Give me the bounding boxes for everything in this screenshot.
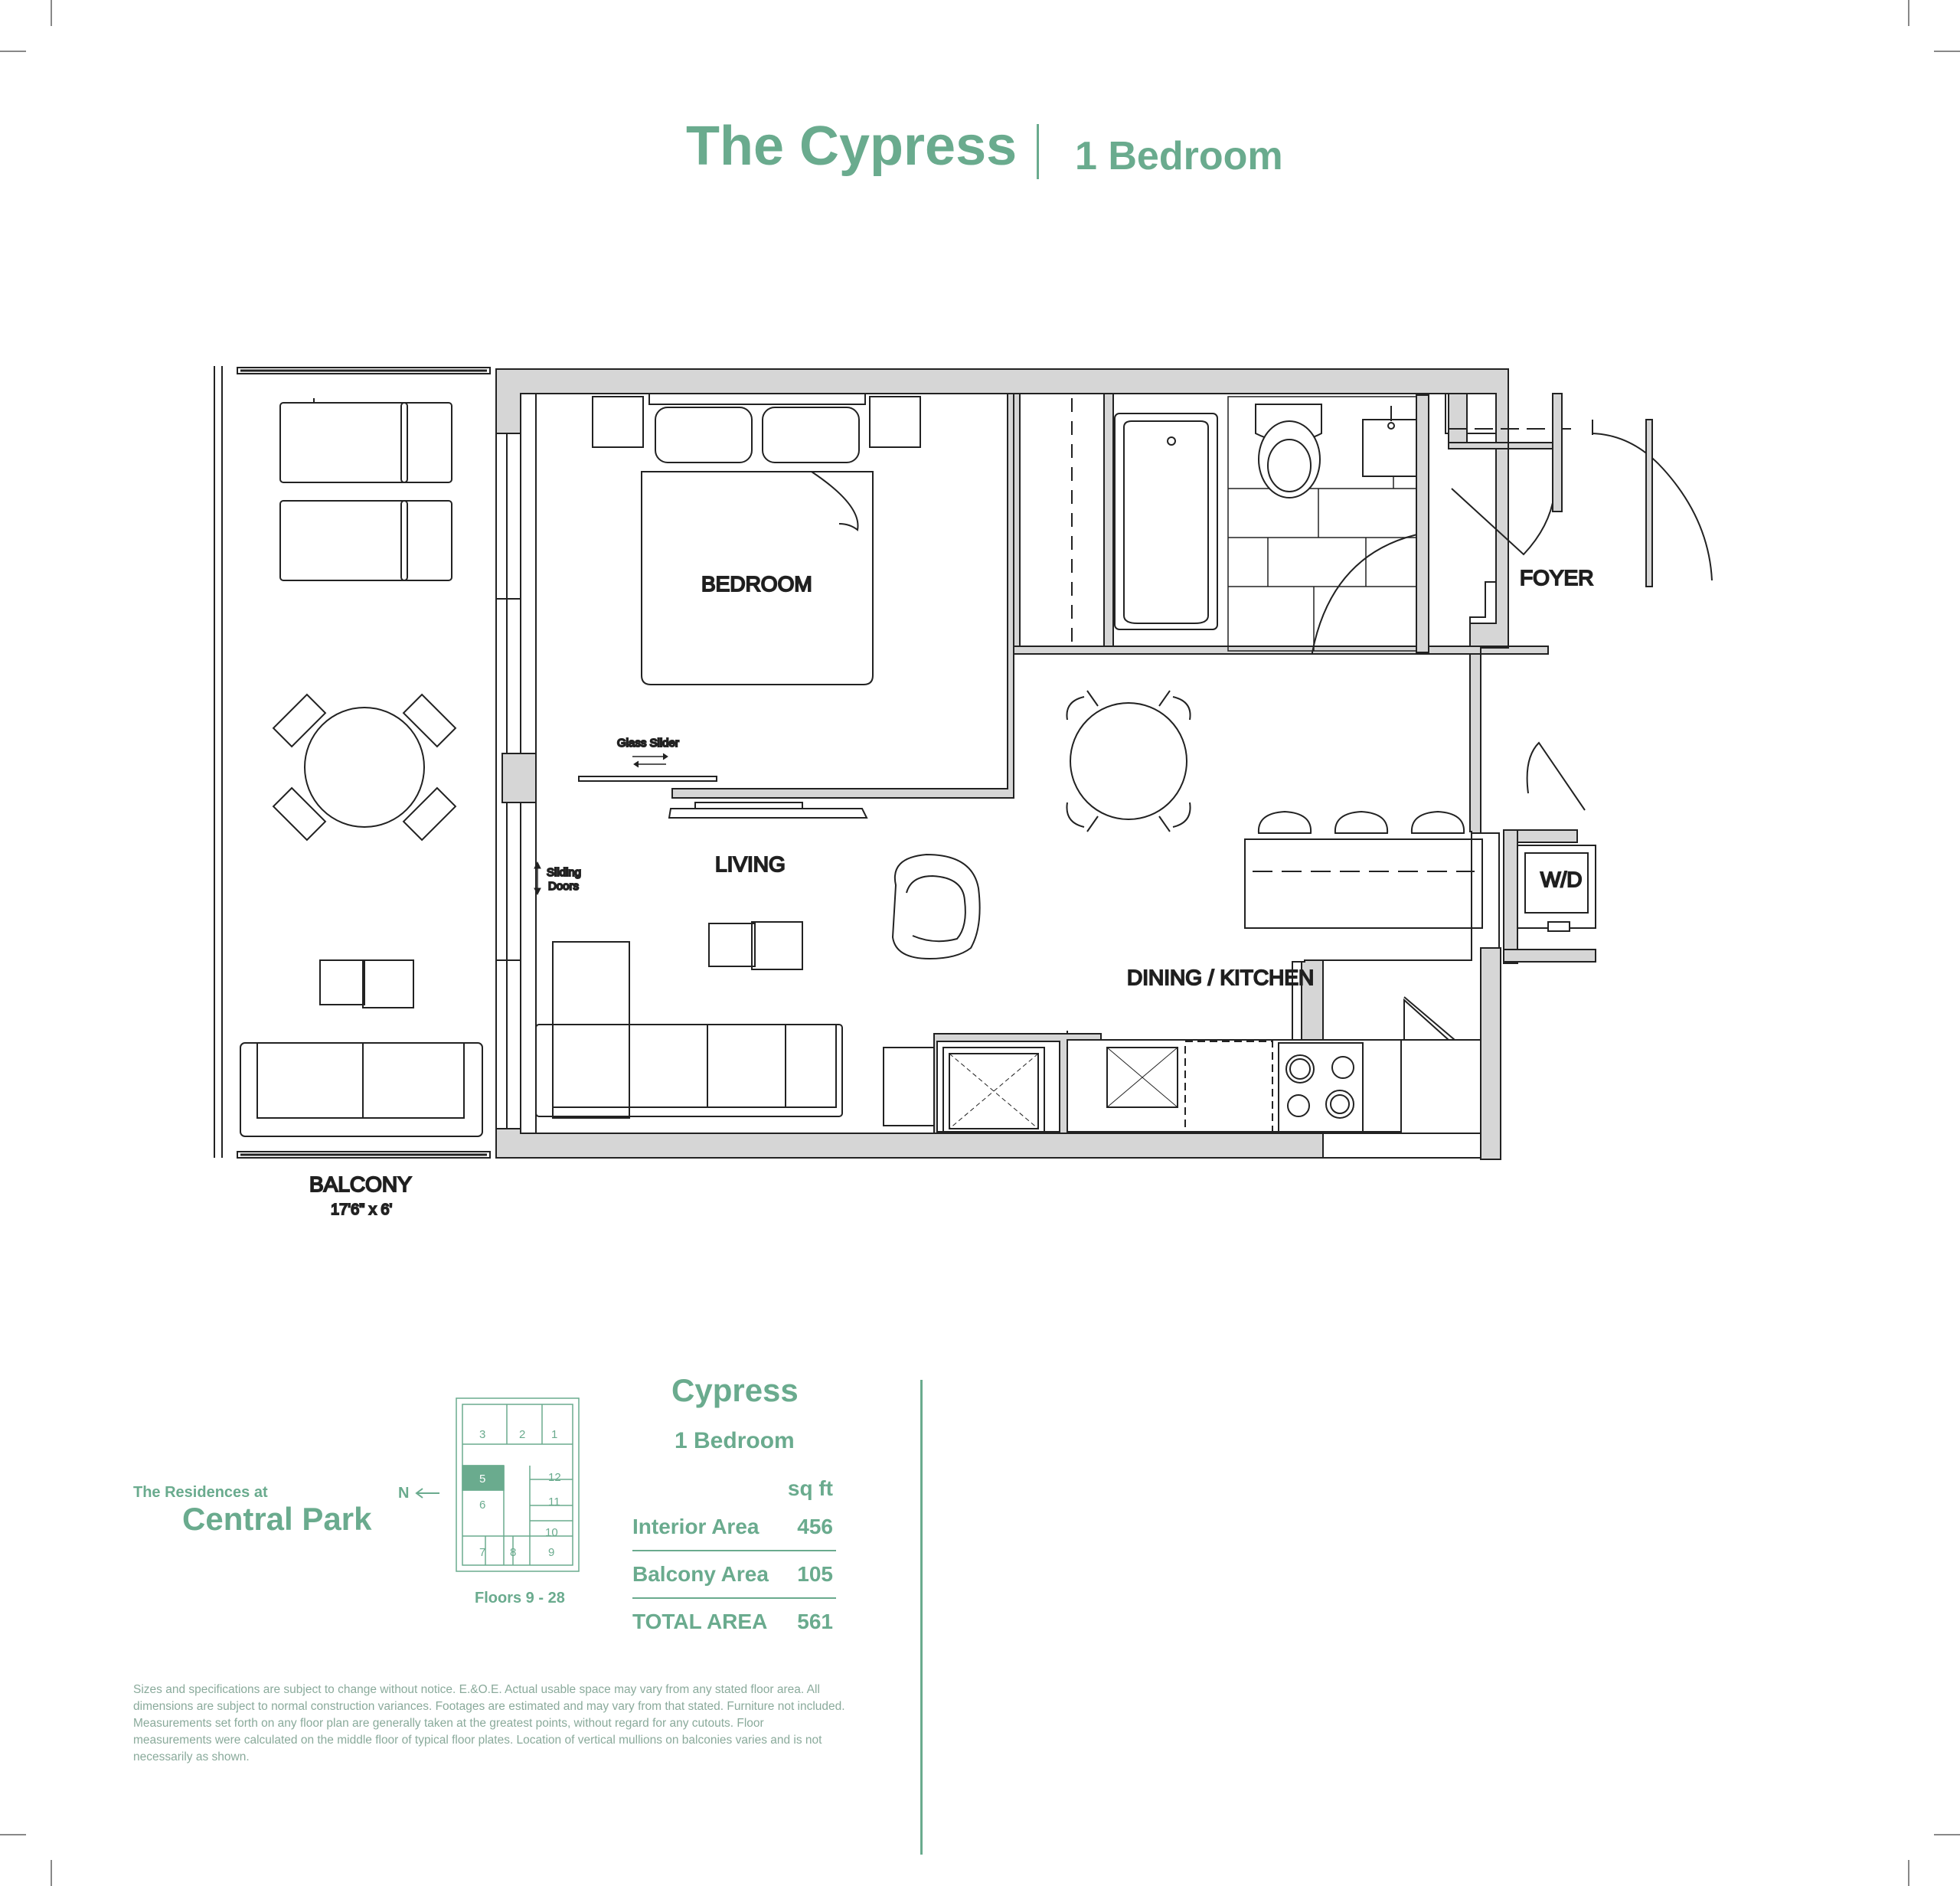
key-unit-3: 3 bbox=[479, 1428, 485, 1441]
room-label-wd: W/D bbox=[1540, 868, 1582, 891]
area-unit-label: sq ft bbox=[787, 1476, 833, 1500]
key-unit-1: 1 bbox=[551, 1428, 557, 1441]
area-row-label: Interior Area bbox=[632, 1515, 760, 1538]
sectional-sofa bbox=[535, 941, 843, 1119]
balcony-lounger bbox=[279, 500, 452, 581]
area-row: Balcony Area 105 bbox=[632, 1551, 836, 1599]
area-table: sq ft Interior Area 456 Balcony Area 105… bbox=[632, 1473, 836, 1645]
room-label-foyer: FOYER bbox=[1520, 566, 1593, 590]
floor-plan: BEDROOM LIVING DINING / KITCHEN FOYER W/… bbox=[214, 366, 1713, 1219]
sliding-doors-label: Sliding bbox=[547, 866, 581, 879]
north-arrow-icon bbox=[415, 1488, 439, 1499]
area-row-value: 105 bbox=[797, 1562, 833, 1586]
glass-slider-label: Glass Slider bbox=[617, 737, 679, 750]
toilet bbox=[1255, 404, 1322, 498]
tv-stand bbox=[668, 808, 868, 819]
kitchen-sink bbox=[1106, 1047, 1178, 1108]
brand-logo: Central Park bbox=[182, 1501, 372, 1537]
tv bbox=[694, 802, 803, 809]
bed bbox=[641, 393, 874, 685]
page-subtitle: 1 Bedroom bbox=[1075, 134, 1283, 178]
area-unit-header: sq ft bbox=[632, 1473, 836, 1504]
crop-mark bbox=[0, 51, 26, 52]
coffee-table bbox=[708, 923, 756, 967]
counter-top bbox=[1067, 1039, 1405, 1133]
entry-door bbox=[1592, 433, 1713, 581]
area-row-total: TOTAL AREA 561 bbox=[632, 1599, 836, 1645]
floors-label: Floors 9 - 28 bbox=[475, 1590, 565, 1607]
balcony-side-table bbox=[362, 959, 414, 1008]
room-label-bedroom: BEDROOM bbox=[701, 572, 812, 596]
area-row-label: TOTAL AREA bbox=[632, 1610, 768, 1633]
key-unit-12: 12 bbox=[548, 1471, 561, 1484]
dishwasher bbox=[1184, 1041, 1273, 1133]
key-unit-11: 11 bbox=[548, 1495, 560, 1508]
cooktop bbox=[1278, 1042, 1364, 1133]
crop-mark bbox=[51, 0, 52, 26]
washer-dryer bbox=[1517, 845, 1596, 932]
key-unit-10: 10 bbox=[545, 1526, 558, 1539]
room-label-balcony: BALCONY bbox=[309, 1172, 412, 1196]
page-title: The Cypress bbox=[686, 116, 1018, 177]
crop-mark bbox=[0, 1834, 26, 1835]
key-unit-6: 6 bbox=[479, 1499, 485, 1512]
brand-tagline: The Residences at bbox=[133, 1484, 268, 1501]
unit-type: 1 Bedroom bbox=[675, 1428, 795, 1453]
crop-mark bbox=[1934, 1834, 1960, 1835]
crop-mark bbox=[1908, 0, 1909, 26]
wall-pier bbox=[501, 753, 537, 803]
closet-wall bbox=[1013, 393, 1021, 649]
kitchen-island bbox=[1244, 810, 1483, 929]
nightstand bbox=[592, 396, 644, 448]
disclaimer-text: Sizes and specifications are subject to … bbox=[133, 1683, 845, 1763]
fridge bbox=[942, 1047, 1045, 1133]
key-unit-9: 9 bbox=[548, 1546, 554, 1559]
vertical-divider bbox=[920, 1380, 923, 1855]
dining-table bbox=[1066, 690, 1191, 832]
crop-mark bbox=[1934, 51, 1960, 52]
pantry bbox=[1400, 1039, 1481, 1134]
balcony-sofa bbox=[240, 1042, 483, 1137]
crop-mark bbox=[1908, 1860, 1909, 1886]
area-row-value: 456 bbox=[797, 1515, 833, 1538]
closet bbox=[1019, 393, 1105, 647]
room-label-dining-kitchen: DINING / KITCHEN bbox=[1127, 966, 1314, 989]
title-separator bbox=[1037, 124, 1039, 179]
balcony-dimensions: 17'6" x 6' bbox=[331, 1201, 392, 1218]
north-label: N bbox=[398, 1485, 409, 1502]
key-unit-2: 2 bbox=[519, 1428, 525, 1441]
balcony-side-table bbox=[319, 959, 365, 1005]
balcony-lounger bbox=[279, 398, 452, 483]
crop-mark bbox=[51, 1860, 52, 1886]
key-plan: N 3 2 1 5 12 6 11 10 7 8 9 bbox=[398, 1397, 580, 1572]
interior-floor bbox=[535, 393, 1497, 1134]
glass-slider bbox=[578, 776, 717, 782]
bathroom-door bbox=[1312, 532, 1425, 654]
wd-door bbox=[1526, 741, 1586, 811]
sliding-doors-label: Doors bbox=[548, 880, 579, 893]
nightstand bbox=[869, 396, 921, 448]
key-unit-8: 8 bbox=[510, 1546, 516, 1559]
unit-name: Cypress bbox=[671, 1372, 799, 1408]
balcony-table bbox=[272, 693, 457, 842]
area-row-value: 561 bbox=[797, 1610, 833, 1633]
coffee-table bbox=[751, 921, 803, 970]
key-unit-5: 5 bbox=[479, 1473, 485, 1486]
pantry-door bbox=[1403, 998, 1451, 1041]
area-row-label: Balcony Area bbox=[632, 1562, 769, 1586]
room-label-living: LIVING bbox=[715, 852, 786, 876]
exterior-outline bbox=[495, 368, 1509, 1159]
armchair bbox=[891, 853, 981, 960]
area-row: Interior Area 456 bbox=[632, 1504, 836, 1551]
key-unit-7: 7 bbox=[479, 1546, 485, 1559]
bathtub bbox=[1114, 413, 1218, 630]
